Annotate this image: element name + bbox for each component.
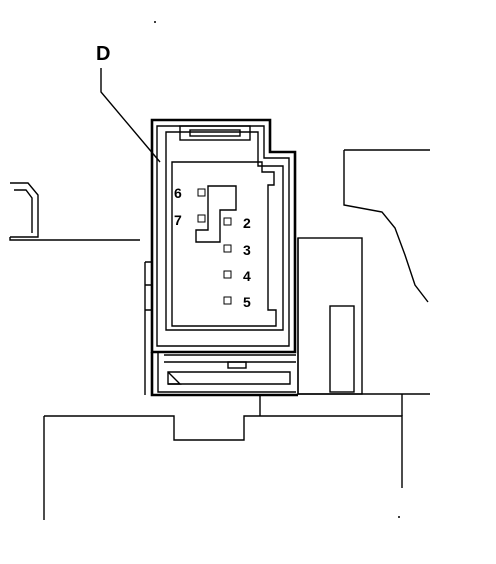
pin-label-5: 5: [243, 294, 251, 310]
pin-terminal-5: [223, 296, 232, 305]
left-bracket: [9, 182, 140, 241]
mounting-block: [43, 393, 430, 520]
pin-terminal-6: [197, 188, 206, 197]
right-structure: [297, 149, 430, 395]
pin-label-7: 7: [174, 212, 182, 228]
callout: D: [96, 43, 161, 163]
pin-label-3: 3: [243, 242, 251, 258]
pin-terminal-4: [223, 270, 232, 279]
pin-terminal-3: [223, 244, 232, 253]
connector-housing: [144, 118, 298, 397]
pin-label-4: 4: [243, 268, 251, 284]
pin-labels: 6 7 2 3 4 5: [174, 185, 251, 310]
pin-terminals: [195, 185, 237, 305]
pin-terminal-7: [197, 214, 206, 223]
stray-dot: [398, 516, 400, 518]
pin-label-2: 2: [243, 215, 251, 231]
callout-label: D: [96, 43, 110, 65]
pin-label-6: 6: [174, 185, 182, 201]
stray-dot: [154, 21, 156, 23]
leader-line: [100, 68, 161, 163]
pin-terminal-2: [223, 217, 232, 226]
